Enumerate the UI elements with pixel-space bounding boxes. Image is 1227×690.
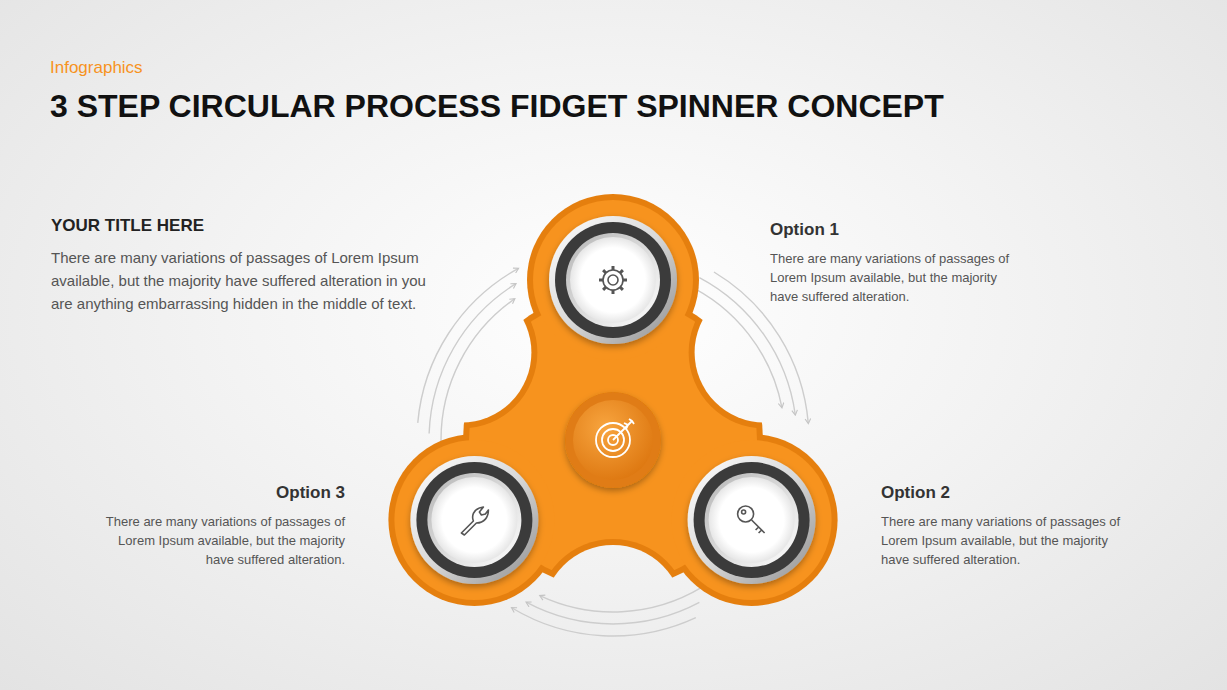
key-icon: [738, 506, 765, 533]
gear-icon: [599, 266, 627, 294]
option-body: There are many variations of passages of…: [881, 512, 1131, 569]
bearing-right: [688, 456, 816, 584]
bearing-left: [410, 456, 538, 584]
option-body: There are many variations of passages of…: [95, 512, 345, 569]
option-heading: Option 2: [881, 482, 950, 504]
slide-title: 3 STEP CIRCULAR PROCESS FIDGET SPINNER C…: [50, 86, 944, 126]
target-icon: [596, 419, 634, 457]
option-heading: Option 3: [276, 482, 345, 504]
center-hub: [565, 392, 661, 488]
option-heading: Option 1: [770, 219, 839, 241]
spinner-body: [394, 200, 831, 600]
wrench-icon: [461, 507, 488, 535]
text-heading: YOUR TITLE HERE: [51, 215, 204, 237]
option-body: There are many variations of passages of…: [770, 249, 1020, 306]
cycle-arrow: [512, 608, 696, 636]
bearing-top: [549, 216, 677, 344]
section-label: Infographics: [50, 57, 143, 79]
cycle-arrow: [527, 602, 700, 624]
text-body: There are many variations of passages of…: [51, 246, 426, 315]
cycle-arrow: [540, 587, 701, 612]
